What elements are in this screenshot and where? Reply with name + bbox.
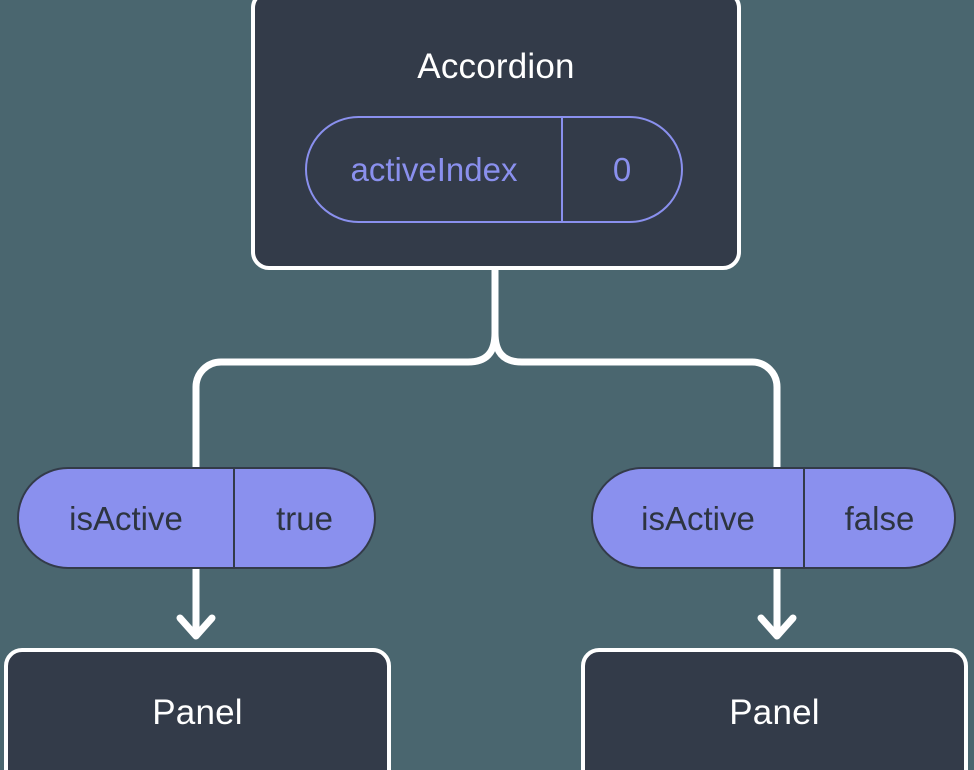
prop-pill-key: isActive bbox=[19, 469, 235, 567]
component-title: Accordion bbox=[417, 47, 575, 86]
prop-pill-isactive-true[interactable]: isActive true bbox=[17, 467, 376, 569]
prop-pill-key: isActive bbox=[593, 469, 805, 567]
connector-fork-right bbox=[491, 329, 781, 471]
state-pill-key: activeIndex bbox=[307, 118, 563, 221]
arrowhead-left bbox=[176, 614, 216, 640]
state-pill-value: 0 bbox=[612, 151, 632, 188]
prop-pill-value: true bbox=[276, 499, 333, 537]
component-title: Panel bbox=[152, 693, 243, 732]
arrowhead-right bbox=[757, 614, 797, 640]
prop-pill-isactive-false[interactable]: isActive false bbox=[591, 467, 956, 569]
connector-fork-left bbox=[192, 329, 499, 471]
prop-pill-value: false bbox=[844, 499, 915, 537]
component-title: Panel bbox=[729, 693, 820, 732]
state-pill-activeindex[interactable]: activeIndex 0 bbox=[305, 116, 683, 223]
component-node-panel-left[interactable]: Panel bbox=[4, 648, 391, 770]
component-node-panel-right[interactable]: Panel bbox=[581, 648, 968, 770]
